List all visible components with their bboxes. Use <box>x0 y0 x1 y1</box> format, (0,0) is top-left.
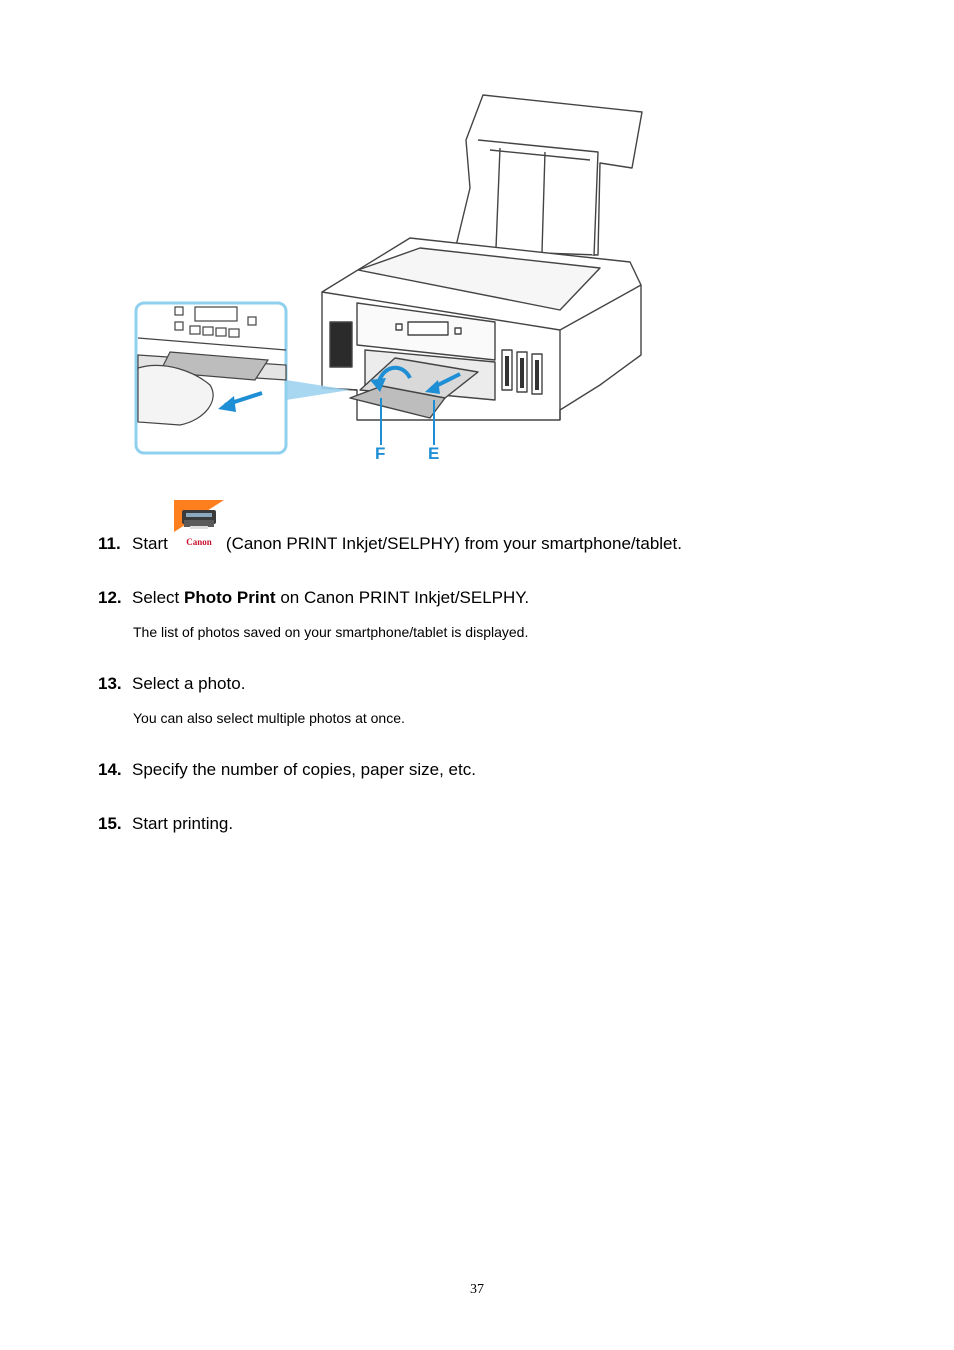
step-13: 13. Select a photo. <box>98 674 245 694</box>
step-15: 15. Start printing. <box>98 814 233 834</box>
step-11: 11. Start (Canon PRINT Inkjet/SELPHY) from… <box>98 534 682 554</box>
photo-print-term: Photo Print <box>183 588 276 607</box>
step-text-after: on Canon PRINT Inkjet/SELPHY. <box>275 588 530 607</box>
step-text: Specify the number of copies, paper size… <box>132 760 476 779</box>
printer-illustration: F E <box>134 94 643 463</box>
label-e: E <box>428 444 439 463</box>
step-14: 14. Specify the number of copies, paper s… <box>98 760 476 780</box>
label-f: F <box>375 444 385 463</box>
step-number: 15. <box>98 814 122 833</box>
step-text: Select a photo. <box>132 674 246 693</box>
step-12-note: The list of photos saved on your smartph… <box>133 624 529 640</box>
step-text-before: Start <box>132 534 168 553</box>
step-number: 14. <box>98 760 122 779</box>
step-number: 12. <box>98 588 122 607</box>
page-number: 37 <box>470 1282 484 1297</box>
step-13-note: You can also select multiple photos at o… <box>133 710 405 726</box>
step-number: 11. <box>98 534 121 553</box>
step-text-after: (Canon PRINT Inkjet/SELPHY) from your sm… <box>225 534 682 553</box>
step-number: 13. <box>98 674 122 693</box>
canon-logo: Canon <box>186 537 212 547</box>
step-text-before: Select <box>132 588 184 607</box>
step-text: Start printing. <box>132 814 234 833</box>
canon-print-app-icon: Canon <box>174 500 224 550</box>
step-12: 12. Select Photo Print on Canon PRINT Ink… <box>98 588 529 608</box>
